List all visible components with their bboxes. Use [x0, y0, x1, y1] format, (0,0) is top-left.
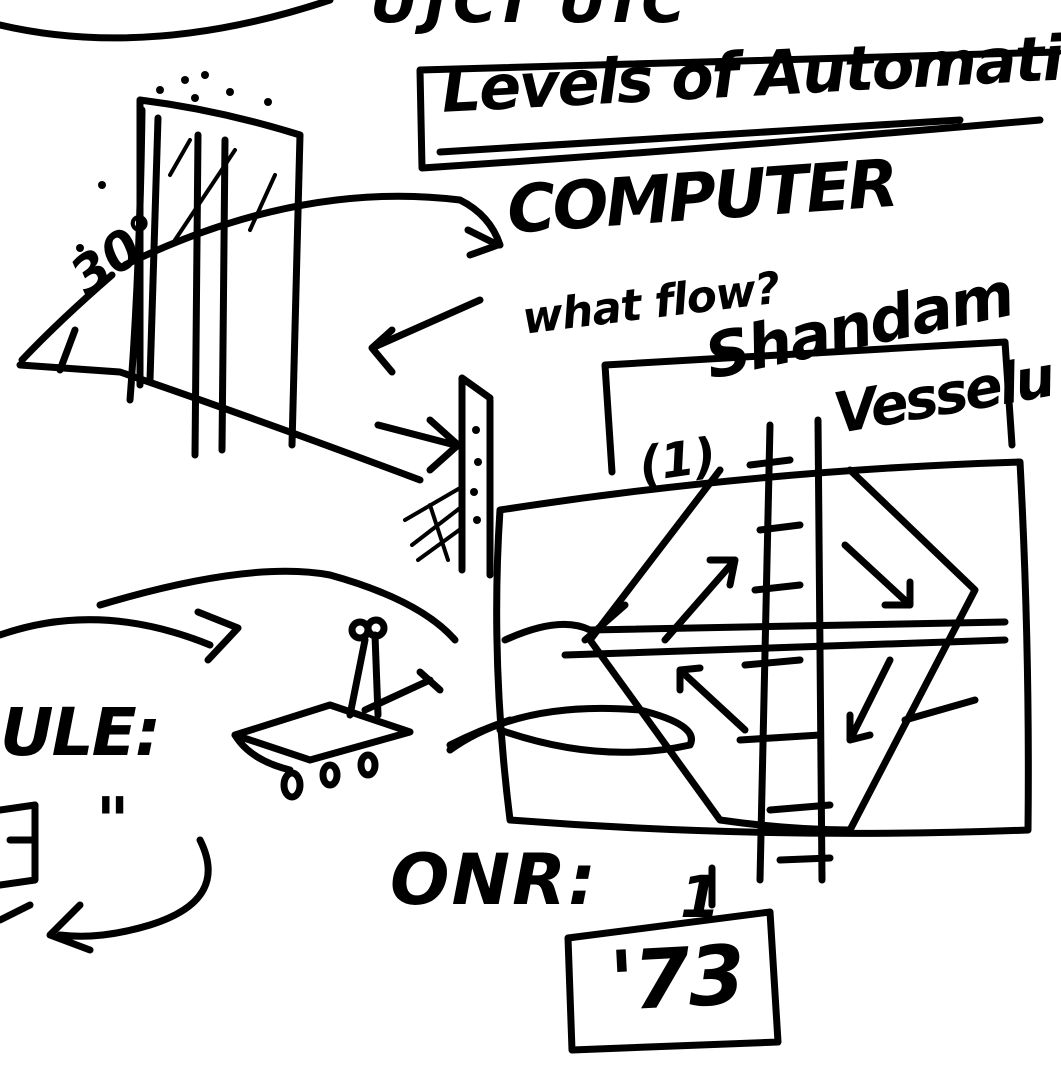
- year-marker: 1: [680, 863, 721, 931]
- wall-dot: [474, 458, 482, 466]
- spark-dot: [191, 94, 199, 102]
- arrow-small-left: [581, 601, 629, 644]
- ditto-mark: ": [96, 785, 130, 859]
- arrow-to-vehicle: [0, 608, 242, 664]
- spark-dot: [264, 98, 272, 106]
- onr-label: ONR:: [390, 839, 598, 921]
- spark-dot: [181, 76, 189, 84]
- vehicle-wheel: [280, 769, 304, 801]
- arrow-up-left: [676, 664, 749, 734]
- return-loop: [46, 836, 212, 954]
- arrow-to-wall: [374, 416, 462, 474]
- wall: [458, 374, 494, 579]
- title-underline: [436, 116, 964, 156]
- hill-curve: [96, 567, 459, 644]
- bracket: [0, 801, 39, 889]
- vehicle-wheel: [319, 761, 341, 789]
- arrow-down-left: [846, 656, 894, 744]
- spark-dot: [76, 244, 84, 252]
- vehicle-wheel: [357, 751, 379, 779]
- ladder-rungs: [736, 456, 834, 864]
- spark-dot: [226, 88, 234, 96]
- vehicle-label: ULE:: [0, 694, 161, 771]
- arrow-down-right: [841, 541, 914, 609]
- window-frame: [126, 96, 304, 449]
- vehicle-sensor: [364, 616, 388, 640]
- ship-number-label: (1): [635, 427, 720, 494]
- heading-fragment: UJCI UIC: [370, 0, 692, 37]
- angle-triangle: [18, 271, 116, 374]
- vehicle-arm: [361, 668, 444, 714]
- arrow-left-bottom: [901, 696, 979, 724]
- year-box: [564, 908, 782, 1054]
- vehicle-stroke: [446, 716, 514, 749]
- wall-dot: [473, 516, 481, 524]
- wall-dot: [470, 488, 478, 496]
- title-box: [416, 48, 1061, 172]
- spark-dot: [98, 181, 106, 189]
- wall-hatching: [403, 486, 464, 562]
- display-horizon: [501, 618, 1009, 659]
- top-arc-stroke: [0, 0, 334, 42]
- ship-label-box: [601, 338, 1016, 476]
- display-outline: [493, 458, 1032, 837]
- window-glare: [168, 138, 277, 242]
- wall-dot: [472, 426, 480, 434]
- vehicle-body: [231, 701, 414, 764]
- arrow-up-right: [661, 556, 739, 644]
- bottom-tick: [0, 901, 34, 924]
- spark-dot: [156, 86, 164, 94]
- arrow-computer-to-left: [368, 296, 484, 376]
- window-floor: [16, 361, 424, 484]
- vehicle-rear: [231, 731, 294, 774]
- year-box-label: '73: [607, 928, 746, 1030]
- arrow-window-to-computer: [121, 192, 504, 269]
- arrowhead: [464, 226, 502, 259]
- display-ellipse: [446, 704, 695, 756]
- diamond: [586, 466, 979, 834]
- spark-dot: [201, 71, 209, 79]
